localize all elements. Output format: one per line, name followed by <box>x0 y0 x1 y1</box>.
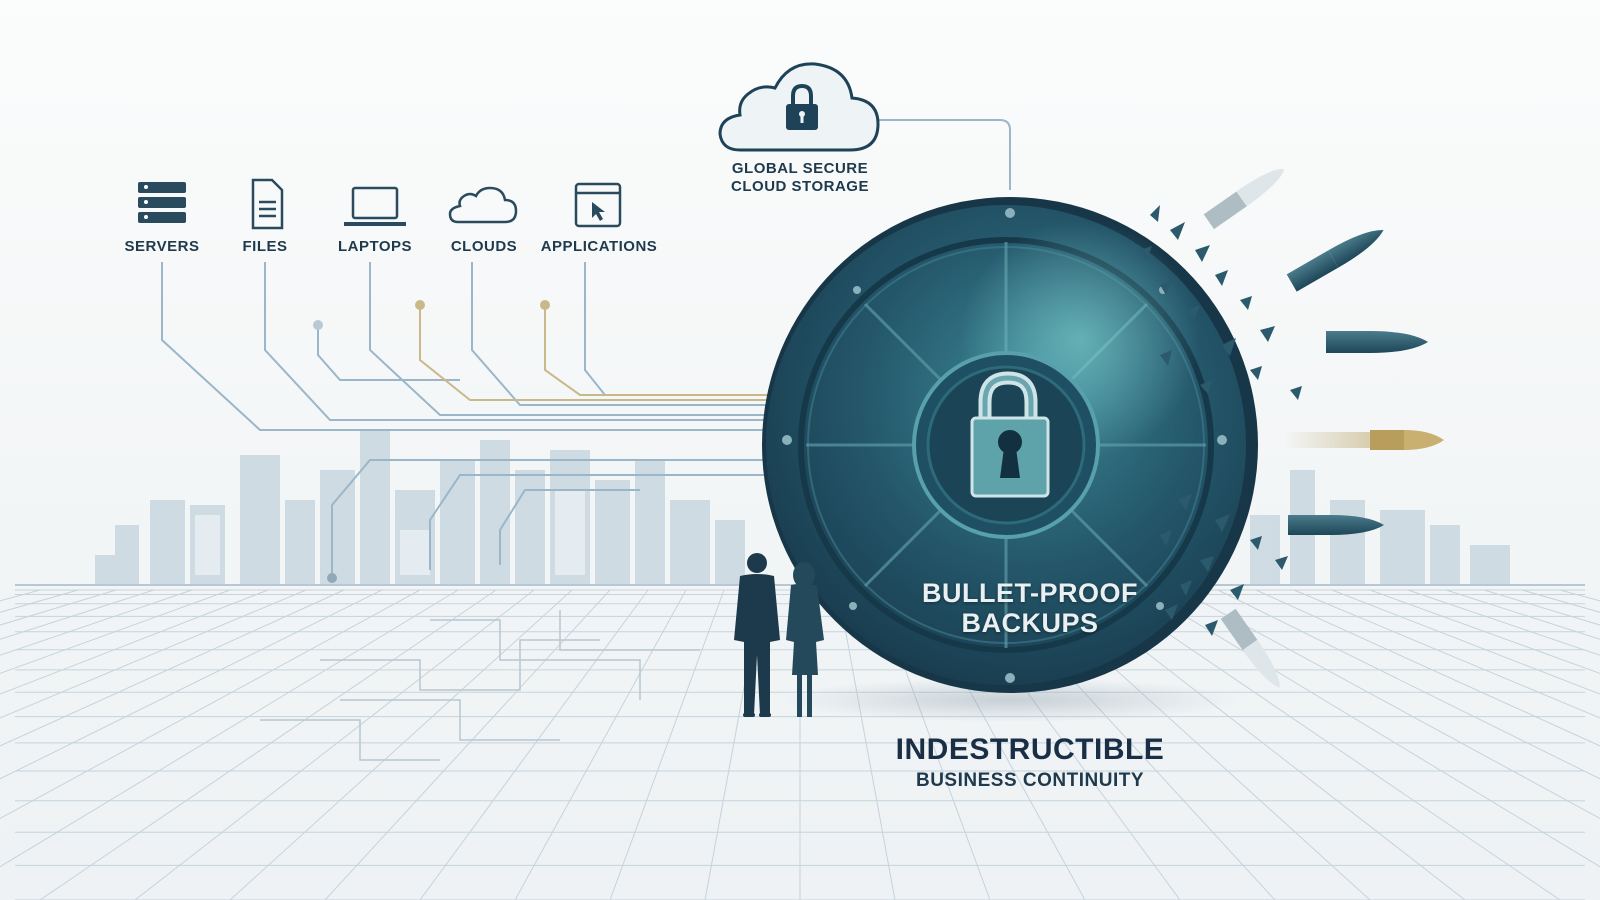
tagline-sub: BUSINESS CONTINUITY <box>915 770 1145 791</box>
bullet-trail <box>1285 432 1375 448</box>
laptops-label: LAPTOPS <box>337 238 413 255</box>
file-icon <box>251 178 284 230</box>
woman-silhouette <box>786 562 824 717</box>
node-dot <box>313 320 323 330</box>
bullet <box>1326 331 1428 353</box>
grid-line <box>1407 589 1600 656</box>
cloud-storage-line2: CLOUD STORAGE <box>731 178 869 195</box>
grid-line <box>0 589 307 719</box>
grid-line <box>1179 589 1600 819</box>
grid-line <box>1141 589 1600 868</box>
applications-label: APPLICATIONS <box>540 238 658 255</box>
bullet <box>1370 430 1444 450</box>
grid-line <box>1369 589 1600 674</box>
cloud-lock-icon <box>718 62 880 152</box>
shield-title: BULLET-PROOF BACKUPS <box>880 578 1180 638</box>
tagline-main: INDESTRUCTIBLE <box>895 733 1165 766</box>
gold-connector-2 <box>544 305 770 396</box>
grid-line <box>0 589 421 819</box>
grid-line <box>39 589 497 900</box>
grid-line <box>0 589 345 747</box>
files-connector <box>264 262 770 421</box>
branch-line-a <box>317 325 460 381</box>
grid-line <box>1331 589 1600 695</box>
servers-label: SERVERS <box>124 238 200 255</box>
grid-line <box>609 589 725 900</box>
grid-line <box>0 589 459 868</box>
gold-connector <box>419 305 770 401</box>
branch-line-d <box>499 489 640 565</box>
grid-line <box>229 589 573 900</box>
grid-line <box>0 589 269 695</box>
bullet <box>1203 169 1285 230</box>
grid-line <box>0 589 193 656</box>
bullets <box>1203 169 1444 688</box>
circuit-traces <box>260 610 700 761</box>
shield-shadow <box>780 678 1240 722</box>
node-dot <box>540 300 550 310</box>
shield-title-line2: BACKUPS <box>961 608 1099 638</box>
files-label: FILES <box>242 238 288 255</box>
laptop-icon <box>344 186 406 226</box>
grid-line <box>1255 589 1600 747</box>
vault-shield <box>762 197 1258 693</box>
clouds-connector <box>471 262 770 406</box>
cloud-storage-label: GLOBAL SECURE CLOUD STORAGE <box>700 160 900 196</box>
grid-line <box>0 589 383 780</box>
bullet <box>1288 515 1384 535</box>
grid-line <box>837 589 896 900</box>
grid-line <box>514 589 687 900</box>
cloud-storage-line1: GLOBAL SECURE <box>731 160 869 177</box>
server-icon <box>138 182 186 223</box>
node-dot <box>415 300 425 310</box>
grid-line <box>419 589 649 900</box>
cloud-connector <box>860 119 1011 190</box>
grid-line <box>1293 589 1600 719</box>
shield-title-line1: BULLET-PROOF <box>922 578 1138 608</box>
window-pattern <box>195 490 585 575</box>
bullet <box>1220 608 1280 688</box>
branch-line-c <box>429 474 770 570</box>
laptops-connector <box>369 262 770 416</box>
business-people <box>734 553 824 717</box>
application-window-icon <box>574 182 622 228</box>
grid-line <box>1103 589 1561 900</box>
man-silhouette <box>734 553 780 717</box>
grid-line <box>324 589 611 900</box>
shatter-fragments <box>1140 205 1302 636</box>
servers-connector <box>161 262 770 431</box>
bullet <box>1286 229 1384 292</box>
grid-line <box>1217 589 1600 780</box>
node-dot <box>327 573 337 583</box>
branch-line-b <box>331 459 770 575</box>
clouds-label: CLOUDS <box>450 238 518 255</box>
padlock-icon <box>970 371 1050 498</box>
grid-line <box>134 589 535 900</box>
cloud-icon <box>448 186 518 224</box>
grid-line <box>0 589 231 674</box>
